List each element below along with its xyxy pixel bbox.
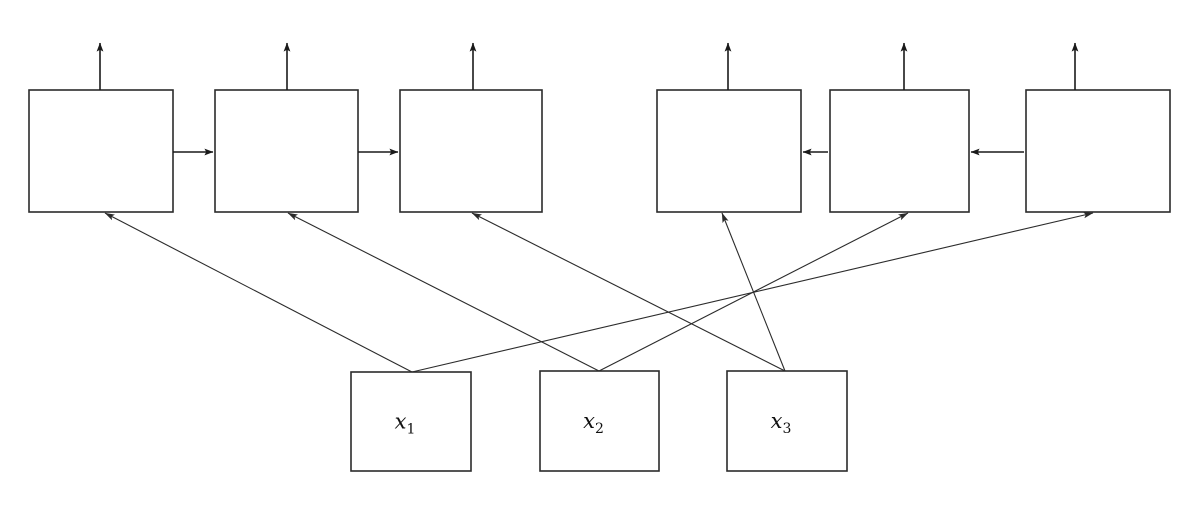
input-connection-lines bbox=[104, 212, 1094, 373]
backward-rnn-units bbox=[656, 89, 1171, 213]
input-connection-x2-to-fwd-2 bbox=[287, 212, 600, 372]
backward-rnn-unit-1[interactable] bbox=[656, 89, 802, 213]
input-connection-x1-to-fwd-1 bbox=[104, 212, 413, 373]
input-connection-x3-to-fwd-3 bbox=[471, 212, 786, 372]
output-arrows bbox=[96, 42, 1079, 90]
input-box-x1[interactable] bbox=[350, 371, 472, 472]
input-boxes: x1 x2 x3 bbox=[350, 370, 848, 472]
forward-rnn-unit-2[interactable] bbox=[214, 89, 359, 213]
forward-rnn-units bbox=[28, 89, 543, 213]
input-label-x1: x1 bbox=[395, 410, 416, 438]
backward-rnn-unit-2[interactable] bbox=[829, 89, 970, 213]
input-label-x2: x2 bbox=[583, 409, 604, 437]
input-connection-x3-to-bwd-1 bbox=[721, 212, 786, 372]
forward-rnn-unit-3[interactable] bbox=[399, 89, 543, 213]
input-label-x3: x3 bbox=[771, 409, 792, 437]
forward-rnn-unit-1[interactable] bbox=[28, 89, 174, 213]
backward-rnn-unit-3[interactable] bbox=[1025, 89, 1171, 213]
input-box-x3[interactable] bbox=[726, 370, 848, 472]
input-box-x2[interactable] bbox=[539, 370, 660, 472]
